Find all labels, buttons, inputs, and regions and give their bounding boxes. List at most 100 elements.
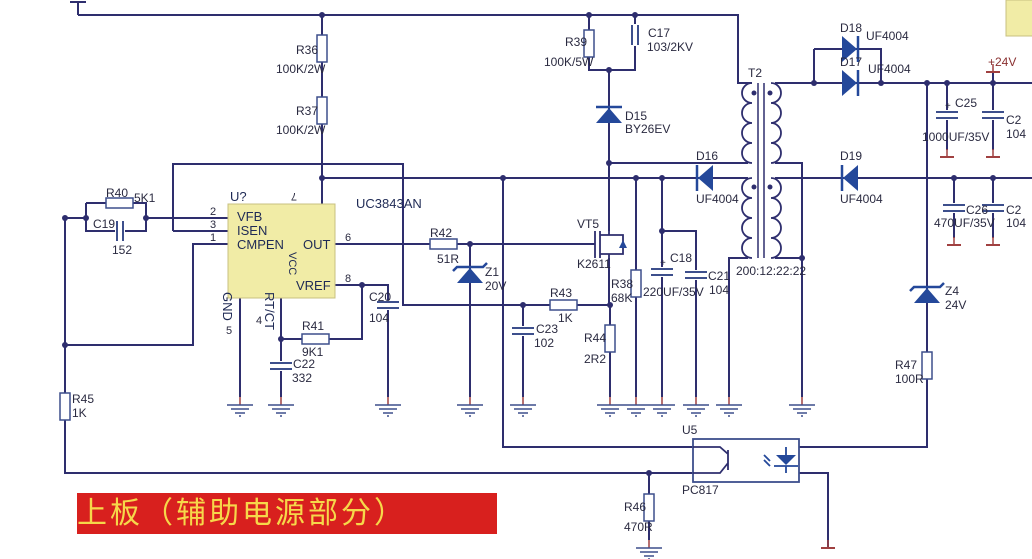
c18-ref: C18 bbox=[670, 251, 692, 265]
pin-num-rtct: 4 bbox=[256, 315, 262, 327]
pin-rtct: RT/CT bbox=[262, 292, 277, 330]
pin-num-vfb: 2 bbox=[210, 206, 216, 218]
led-bar bbox=[763, 447, 798, 473]
pin-isen: ISEN bbox=[237, 223, 267, 238]
junction-dot bbox=[62, 215, 68, 221]
mosfet-icon bbox=[594, 231, 624, 258]
capacitor-gap bbox=[943, 203, 965, 213]
d15-ref: D15 bbox=[625, 109, 647, 123]
capacitor-gap bbox=[685, 270, 707, 280]
junction-dot bbox=[990, 80, 996, 86]
d16-ref: D16 bbox=[696, 149, 718, 163]
junction-dot bbox=[811, 80, 817, 86]
d18-value: UF4004 bbox=[866, 29, 909, 43]
wire bbox=[64, 218, 693, 474]
t2-value: 200:12:22:22 bbox=[736, 264, 806, 278]
pin-num-isen: 3 bbox=[210, 219, 216, 231]
junction-dot bbox=[646, 470, 652, 476]
c22-value: 332 bbox=[292, 371, 312, 385]
r42-value: 51R bbox=[437, 252, 459, 266]
c19-value: 152 bbox=[112, 243, 132, 257]
transformer-winding bbox=[770, 82, 782, 164]
junction-dot bbox=[951, 175, 957, 181]
capacitor-gap bbox=[270, 361, 292, 371]
c20-value: 104 bbox=[369, 311, 389, 325]
pin-num-vref: 8 bbox=[345, 273, 351, 285]
pin-vref: VREF bbox=[296, 278, 331, 293]
transformer-winding bbox=[741, 82, 753, 164]
pin-vfb: VFB bbox=[237, 209, 262, 224]
junction-dot bbox=[586, 12, 592, 18]
polarity-plus-icon: + bbox=[945, 101, 951, 112]
led-icon bbox=[776, 455, 796, 465]
r44-ref: R44 bbox=[584, 331, 606, 345]
pin-num-cmpen: 1 bbox=[210, 232, 216, 244]
c26-value: 470UF/35V bbox=[934, 216, 995, 230]
c23-ref: C23 bbox=[536, 322, 558, 336]
c28-value: 104 bbox=[1006, 216, 1026, 230]
wire bbox=[78, 14, 752, 84]
winding-dot bbox=[751, 90, 757, 96]
z4-ref: Z4 bbox=[945, 284, 959, 298]
c26-ref: C26 bbox=[966, 203, 988, 217]
junction-dot bbox=[62, 342, 68, 348]
junction-dot bbox=[632, 12, 638, 18]
junction-dot bbox=[924, 80, 930, 86]
c25-ref: C25 bbox=[955, 96, 977, 110]
wire bbox=[335, 284, 389, 397]
z1-ref: Z1 bbox=[485, 265, 499, 279]
resistor bbox=[59, 392, 71, 421]
components: ++ bbox=[59, 0, 1032, 559]
junction-dot bbox=[878, 80, 884, 86]
diode-icon bbox=[843, 165, 858, 191]
c21-value: 104 bbox=[709, 283, 729, 297]
pin-num-vcc: 7 bbox=[291, 190, 297, 202]
capacitor-gap bbox=[115, 220, 125, 242]
t2-ref: T2 bbox=[748, 66, 762, 80]
zener-diode-icon bbox=[914, 288, 940, 303]
junction-dot bbox=[278, 336, 284, 342]
r36-value: 100K/2W bbox=[276, 62, 326, 76]
junction-dot bbox=[990, 175, 996, 181]
transformer-winding bbox=[770, 177, 782, 259]
vt5-value: K2611 bbox=[577, 257, 611, 271]
junction-dot bbox=[944, 80, 950, 86]
winding-dot bbox=[767, 90, 773, 96]
resistor bbox=[583, 29, 595, 58]
wires bbox=[64, 1, 1032, 548]
body-diode-icon bbox=[619, 240, 627, 248]
capacitor-gap bbox=[377, 300, 399, 310]
junction-dot bbox=[633, 175, 639, 181]
resistor bbox=[549, 299, 578, 311]
junction-dot bbox=[359, 282, 365, 288]
r36-ref: R36 bbox=[296, 43, 318, 57]
r46-value: 470R bbox=[624, 520, 653, 534]
capacitor-gap bbox=[936, 110, 958, 120]
transformer-winding bbox=[741, 177, 753, 259]
c28-ref: C2 bbox=[1006, 203, 1022, 217]
wire bbox=[799, 83, 928, 448]
d17-ref: D17 bbox=[840, 55, 862, 69]
c19-ref: C19 bbox=[93, 217, 115, 231]
r47-ref: R47 bbox=[895, 358, 917, 372]
r39-value: 100K/5W bbox=[544, 55, 594, 69]
resistor bbox=[105, 197, 134, 209]
junction-dot bbox=[83, 215, 89, 221]
junction-dot bbox=[520, 302, 526, 308]
d15-value: BY26EV bbox=[625, 122, 670, 136]
pin-out: OUT bbox=[303, 237, 331, 252]
junction-dot bbox=[319, 12, 325, 18]
r40-value: 5K1 bbox=[134, 191, 156, 205]
winding-dot bbox=[751, 184, 757, 190]
z1-value: 20V bbox=[485, 279, 506, 293]
c27-ref: C2 bbox=[1006, 113, 1022, 127]
wire bbox=[728, 257, 748, 397]
pin-num-out: 6 bbox=[345, 232, 351, 244]
c20-ref: C20 bbox=[369, 290, 391, 304]
r43-value: 1K bbox=[558, 311, 573, 325]
c17-ref: C17 bbox=[648, 26, 670, 40]
pin-num-gnd: 5 bbox=[226, 325, 232, 337]
junction-dot bbox=[607, 302, 613, 308]
